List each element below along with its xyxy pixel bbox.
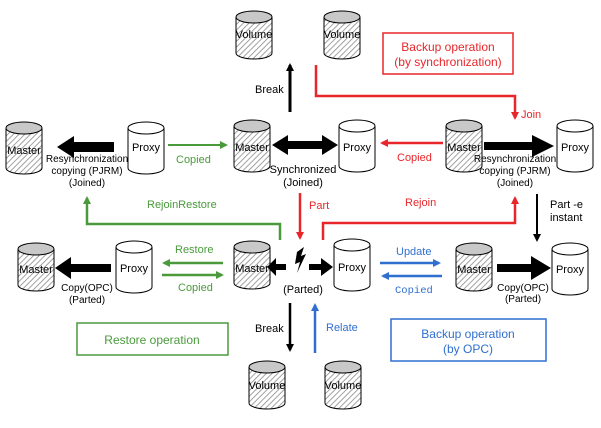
copy-opc-right-line1: Copy(OPC) — [497, 283, 549, 294]
volume-label: Volume — [249, 380, 286, 392]
rejoin-restore-arrow — [83, 196, 282, 240]
opc-copy-arrow-left — [55, 257, 111, 279]
master-cylinder-row1-left: Master — [5, 121, 43, 175]
master-label: Master — [19, 264, 53, 276]
volume-cylinder-top-right: Volume — [323, 10, 361, 60]
proxy-cylinder-row1-left: Proxy — [127, 121, 165, 175]
update-label: Update — [396, 246, 431, 258]
proxy-label: Proxy — [120, 263, 149, 275]
proxy-cylinder-row1-center: Proxy — [338, 119, 376, 173]
proxy-label: Proxy — [556, 264, 585, 276]
parted-arrow-to-master — [267, 258, 286, 276]
master-cylinder-row1-center: Master — [233, 119, 271, 173]
proxy-label: Proxy — [343, 142, 372, 154]
master-label: Master — [235, 142, 269, 154]
synchronized-label-line1: Synchronized — [270, 164, 337, 176]
master-cylinder-row2-left: Master — [17, 242, 55, 292]
copy-opc-left-line2: (Parted) — [69, 295, 105, 306]
rejoin-arrow — [321, 196, 519, 240]
master-label: Master — [235, 263, 269, 275]
proxy-label: Proxy — [561, 142, 590, 154]
resync-right-line1: Resynchronization — [474, 154, 556, 165]
proxy-cylinder-row2-right: Proxy — [551, 242, 589, 296]
resync-left-line3: (Joined) — [69, 178, 105, 189]
resync-copy-arrow-left — [57, 136, 114, 158]
backup-by-sync-line2: (by synchronization) — [394, 55, 501, 69]
backup-by-opc-line2: (by OPC) — [443, 342, 493, 356]
rejoin-label: Rejoin — [405, 197, 436, 209]
master-cylinder-row2-center: Master — [233, 240, 271, 290]
copied-green-label-top: Copied — [176, 154, 211, 166]
master-label: Master — [457, 264, 491, 276]
part-e-label-line2: instant — [550, 212, 582, 224]
master-label: Master — [7, 145, 41, 157]
copied-red-label: Copied — [397, 152, 432, 164]
relate-label: Relate — [326, 322, 358, 334]
part-e-label-line1: Part -e — [550, 199, 583, 211]
volume-label: Volume — [325, 380, 362, 392]
backup-by-sync-box: Backup operation (by synchronization) — [382, 32, 514, 75]
resync-copy-arrow-right — [484, 135, 554, 157]
split-lightning-icon — [295, 247, 306, 273]
volume-label: Volume — [324, 29, 361, 41]
resync-right-line2: copying (PJRM) — [479, 166, 550, 177]
restore-label: Restore — [175, 244, 214, 256]
rejoin-restore-label: RejoinRestore — [147, 199, 217, 211]
master-label: Master — [447, 142, 481, 154]
proxy-cylinder-row1-right: Proxy — [556, 119, 594, 173]
opc-copy-arrow-right — [497, 256, 551, 280]
volume-cylinder-bottom-left: Volume — [248, 360, 286, 410]
parted-arrow-to-proxy — [309, 258, 333, 276]
proxy-label: Proxy — [132, 142, 161, 154]
proxy-label: Proxy — [338, 262, 367, 274]
join-arrow — [314, 65, 519, 120]
restore-operation-label: Restore operation — [104, 333, 199, 347]
break-label-bottom: Break — [255, 323, 284, 335]
resync-left-line2: copying (PJRM) — [51, 166, 122, 177]
part-label: Part — [309, 200, 329, 212]
volume-cylinder-top-left: Volume — [235, 10, 273, 60]
restore-operation-box: Restore operation — [76, 322, 229, 356]
join-label: Join — [521, 109, 541, 121]
backup-by-sync-line1: Backup operation — [401, 40, 494, 54]
master-cylinder-row2-right: Master — [455, 242, 493, 292]
proxy-cylinder-row2-center: Proxy — [333, 238, 371, 292]
proxy-cylinder-row2-left: Proxy — [115, 240, 153, 294]
backup-by-opc-line1: Backup operation — [421, 327, 514, 341]
synchronized-label-line2: (Joined) — [283, 177, 323, 189]
resync-left-line1: Resynchronization — [46, 154, 128, 165]
copy-opc-right-line2: (Parted) — [505, 294, 541, 305]
copied-green-label-bottom: Copied — [178, 282, 213, 294]
copy-opc-left-line1: Copy(OPC) — [61, 283, 113, 294]
volume-cylinder-bottom-right: Volume — [324, 360, 362, 410]
break-label-top: Break — [255, 84, 284, 96]
parted-label: (Parted) — [283, 284, 323, 296]
resync-right-line3: (Joined) — [497, 178, 533, 189]
backup-by-opc-box: Backup operation (by OPC) — [390, 318, 547, 362]
master-cylinder-row1-right: Master — [445, 119, 483, 173]
volume-label: Volume — [236, 29, 273, 41]
copied-blue-label: Copied — [395, 285, 433, 297]
synchronized-double-arrow — [272, 135, 338, 155]
